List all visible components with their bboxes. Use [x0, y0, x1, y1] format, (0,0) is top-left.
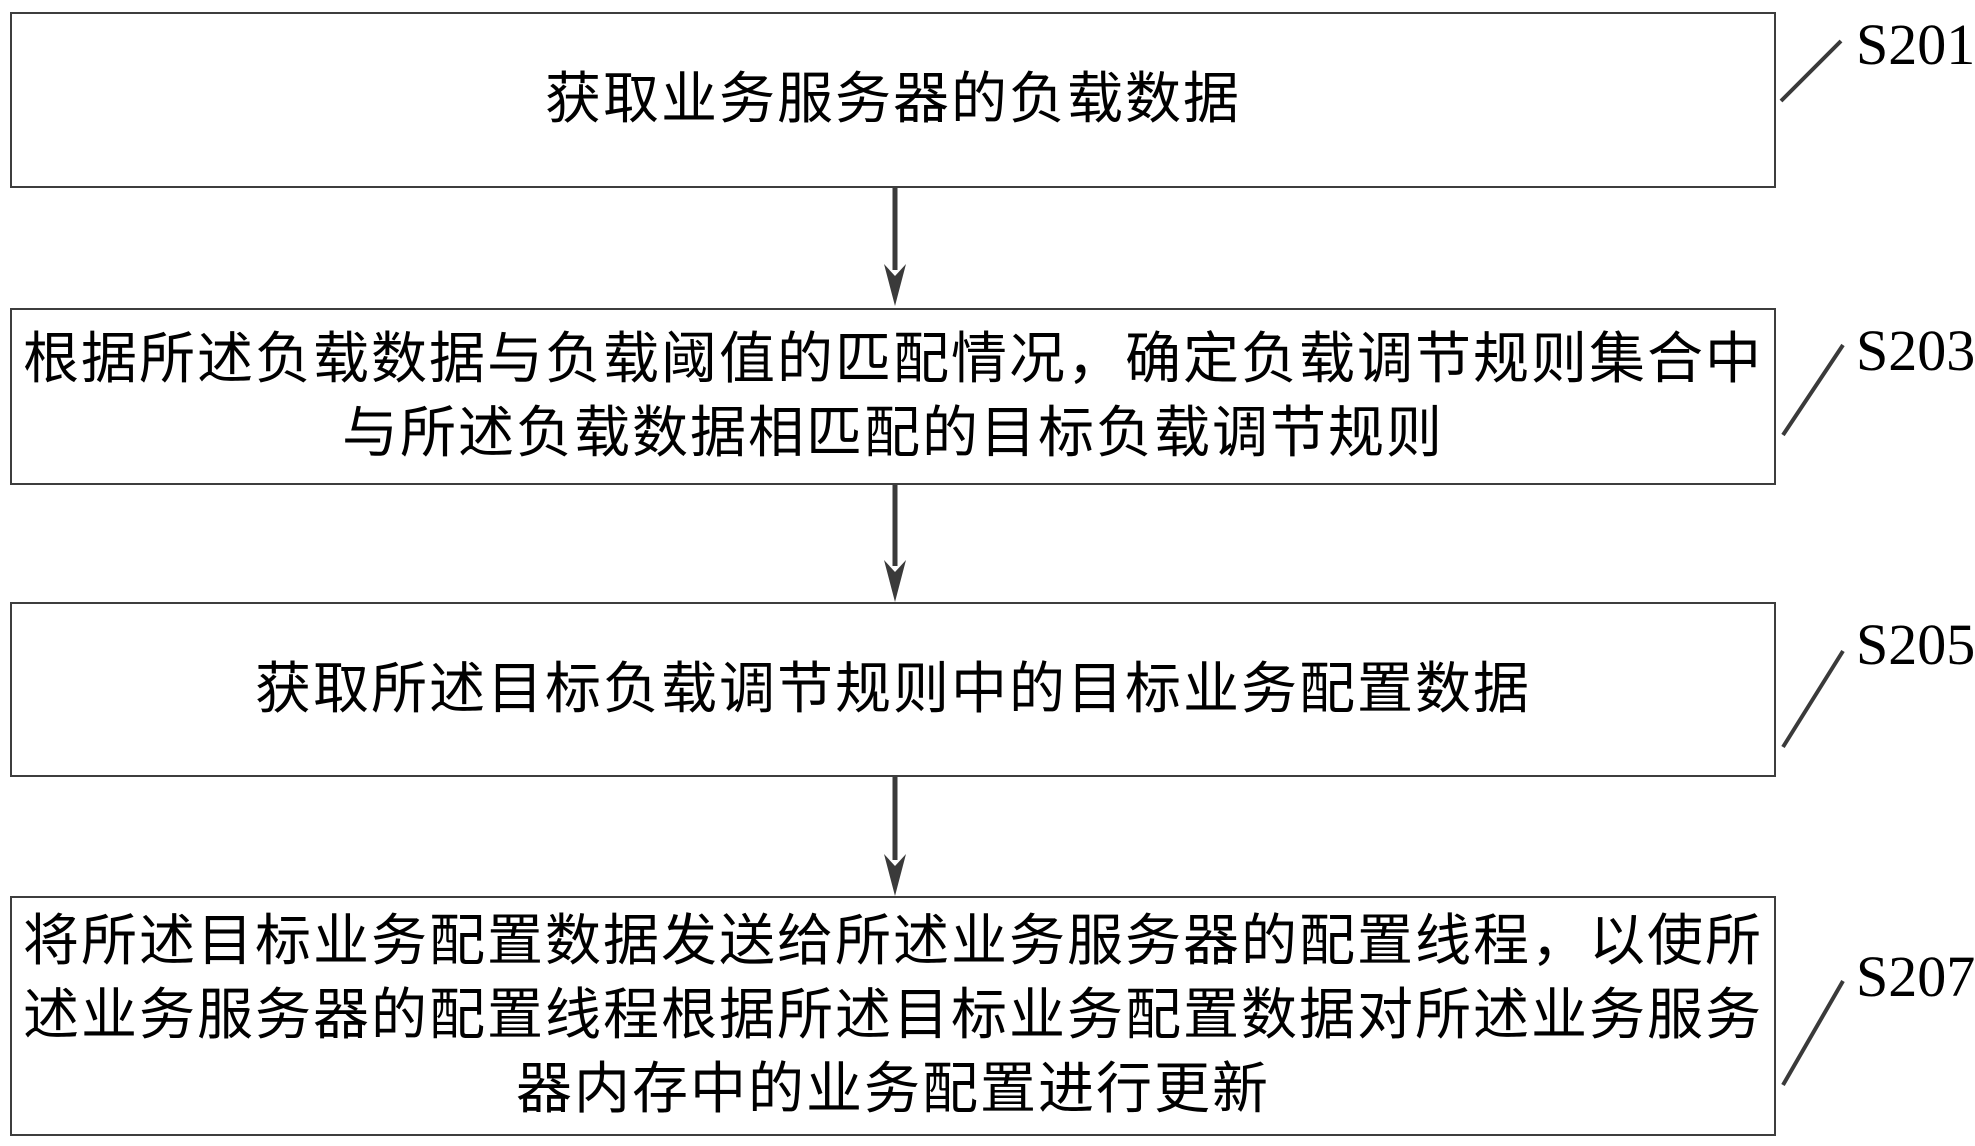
step-text: 将所述目标业务配置数据发送给所述业务服务器的配置线程，以使所 — [23, 911, 1763, 973]
down-arrow-icon — [884, 485, 906, 602]
leader-line-icon — [1781, 980, 1845, 1086]
step-text: 器内存中的业务配置进行更新 — [516, 1059, 1270, 1121]
down-arrow-icon — [884, 777, 906, 896]
down-arrow-icon — [884, 188, 906, 306]
leader-line-icon — [1781, 649, 1845, 749]
step-label-s205: S205 — [1856, 612, 1975, 677]
step-label-s201: S201 — [1856, 12, 1975, 77]
step-box-s207: 将所述目标业务配置数据发送给所述业务服务器的配置线程，以使所 述业务服务器的配置… — [10, 896, 1776, 1136]
step-text: 述业务服务器的配置线程根据所述目标业务配置数据对所述业务服务 — [23, 985, 1763, 1047]
leader-line-icon — [1781, 343, 1845, 437]
step-text: 与所述负载数据相匹配的目标负载调节规则 — [342, 402, 1444, 465]
leader-line-icon — [1779, 39, 1843, 103]
step-text: 根据所述负载数据与负载阈值的匹配情况，确定负载调节规则集合中 — [23, 328, 1763, 391]
step-label-s207: S207 — [1856, 944, 1975, 1009]
step-box-s203: 根据所述负载数据与负载阈值的匹配情况，确定负载调节规则集合中 与所述负载数据相匹… — [10, 308, 1776, 485]
step-box-s201: 获取业务服务器的负载数据 — [10, 12, 1776, 188]
step-box-s205: 获取所述目标负载调节规则中的目标业务配置数据 — [10, 602, 1776, 777]
step-text: 获取业务服务器的负载数据 — [545, 69, 1241, 131]
step-text: 获取所述目标负载调节规则中的目标业务配置数据 — [255, 658, 1531, 721]
step-label-s203: S203 — [1856, 318, 1975, 383]
